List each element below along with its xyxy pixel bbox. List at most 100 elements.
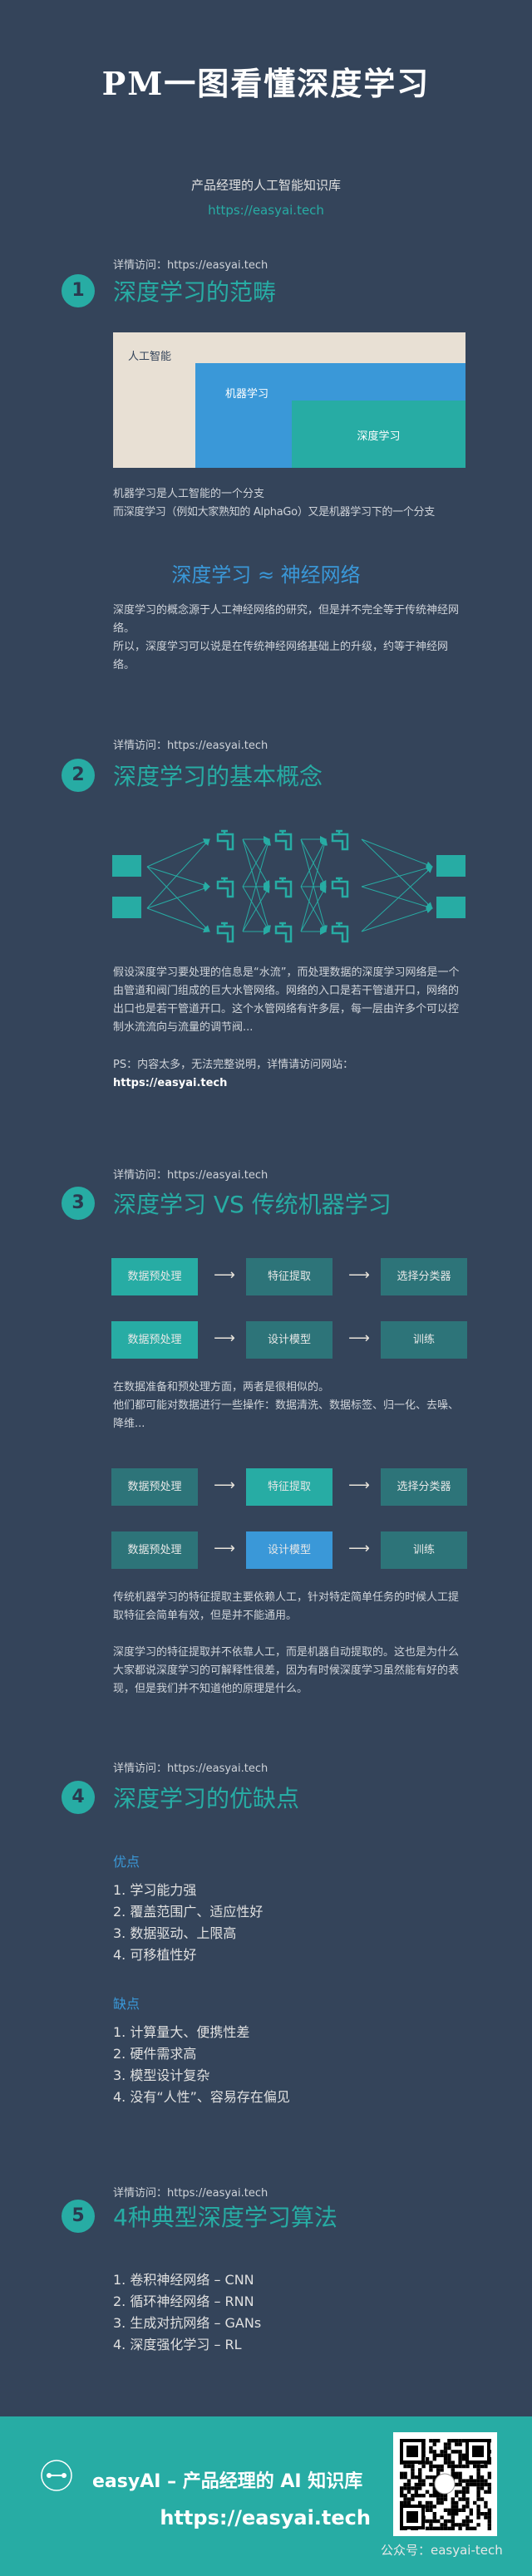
arrow-right-icon: ⟶: [214, 1540, 235, 1557]
flow-arrow: [146, 885, 210, 909]
approx-heading: 深度学习 ≈ 神经网络: [171, 563, 361, 587]
list-item: 3. 模型设计复杂: [113, 2067, 210, 2083]
faucet-icon: [274, 829, 293, 851]
faucet-icon: [216, 877, 234, 898]
flow-step: 数据预处理: [111, 1531, 198, 1569]
list-item: 3. 生成对抗网络 – GANs: [113, 2315, 262, 2331]
qr-finder: [472, 2446, 484, 2457]
pipe-icon: [112, 855, 141, 877]
dl-region: 深度学习: [292, 401, 466, 468]
arrow-right-icon: ⟶: [348, 1477, 370, 1494]
qr-finder: [406, 2446, 418, 2457]
nn-text: 深度学习的概念源于人工神经网络的研究，但是并不完全等于传统神经网络。 所以，深度…: [113, 602, 466, 675]
flow-arrow: [242, 838, 270, 887]
list-item: 1. 卷积神经网络 – CNN: [113, 2272, 254, 2288]
faucet-icon: [216, 922, 234, 943]
arrow-right-icon: ⟶: [348, 1330, 370, 1347]
traditional-text: 传统机器学习的特征提取主要依赖人工，针对特定简单任务的时候人工提取特征会简单有效…: [113, 1591, 460, 1622]
flow-step: 训练: [381, 1321, 467, 1359]
arrow-right-icon: ⟶: [214, 1477, 235, 1494]
list-item: 2. 覆盖范围广、适应性好: [113, 1904, 264, 1920]
flow-arrow: [146, 838, 210, 909]
flow-step: 数据预处理: [111, 1321, 198, 1359]
section-number: 2: [62, 759, 95, 792]
subtitle: 产品经理的人工智能知识库: [190, 178, 341, 193]
wechat-label: 公众号：easyai-tech: [381, 2543, 503, 2558]
faucet-icon: [216, 829, 234, 851]
pipe-icon: [436, 855, 466, 877]
section-number: 4: [62, 1781, 95, 1814]
visit-link[interactable]: 详情访问：https://easyai.tech: [113, 1762, 268, 1775]
text-line: 机器学习是人工智能的一个分支: [113, 488, 265, 500]
ps-url[interactable]: https://easyai.tech: [113, 1077, 228, 1089]
list-item: 1. 计算量大、便携性差: [113, 2024, 250, 2040]
visit-link[interactable]: 详情访问：https://easyai.tech: [113, 259, 268, 272]
text-line: 所以，深度学习可以说是在传统神经网络基础上的升级，约等于神经网络。: [113, 641, 449, 671]
section-title: 深度学习的范畴: [113, 278, 277, 306]
flow-arrow: [361, 886, 433, 910]
arrow-right-icon: ⟶: [348, 1266, 370, 1284]
section-title: 4种典型深度学习算法: [113, 2204, 337, 2231]
arrow-right-icon: ⟶: [348, 1540, 370, 1557]
flow-arrow: [300, 838, 328, 932]
list-item: 1. 学习能力强: [113, 1882, 197, 1898]
flow-arrow: [242, 838, 271, 932]
faucet-icon: [274, 922, 293, 943]
flow-arrow: [361, 838, 433, 868]
footer-brand: easyAI – 产品经理的 AI 知识库: [92, 2471, 363, 2492]
flow-arrow: [146, 866, 210, 932]
flow-step: 设计模型: [246, 1531, 332, 1569]
ml-region: 机器学习 深度学习: [195, 363, 466, 468]
visit-link[interactable]: 详情访问：https://easyai.tech: [113, 1169, 268, 1182]
flow-arrow: [300, 838, 327, 887]
faucet-icon: [331, 829, 349, 851]
section-number: 3: [62, 1187, 95, 1220]
flow-arrow: [146, 866, 210, 888]
flow-arrow: [361, 866, 433, 932]
flow-arrow: [242, 886, 270, 932]
faucet-icon: [274, 877, 293, 898]
easyai-logo-icon: [41, 2460, 72, 2491]
text-line: 而深度学习（例如大家熟知的 AlphaGo）又是机器学习下的一个分支: [113, 506, 435, 519]
pros-list: 1. 学习能力强 2. 覆盖范围广、适应性好 3. 数据驱动、上限高 4. 可移…: [113, 1880, 263, 1966]
flow-step: 数据预处理: [111, 1468, 198, 1506]
cons-title: 缺点: [113, 1996, 140, 2012]
list-item: 2. 硬件需求高: [113, 2046, 197, 2062]
flow-step: 特征提取: [246, 1258, 332, 1295]
flow-arrow: [146, 838, 210, 868]
header-url[interactable]: https://easyai.tech: [208, 203, 324, 218]
flow-step: 数据预处理: [111, 1258, 198, 1295]
flow-step: 选择分类器: [381, 1468, 467, 1506]
pipe-icon: [436, 897, 466, 918]
qr-finder: [406, 2511, 418, 2523]
arrow-right-icon: ⟶: [214, 1330, 235, 1347]
algorithm-list: 1. 卷积神经网络 – CNN 2. 循环神经网络 – RNN 3. 生成对抗网…: [113, 2269, 261, 2356]
cons-list: 1. 计算量大、便携性差 2. 硬件需求高 3. 模型设计复杂 4. 没有“人性…: [113, 2022, 290, 2108]
arrow-right-icon: ⟶: [214, 1266, 235, 1284]
similar-text: 在数据准备和预处理方面，两者是很相似的。 他们都可能对数据进行一些操作：数据清洗…: [113, 1379, 466, 1433]
footer: easyAI – 产品经理的 AI 知识库 https://easyai.tec…: [0, 2416, 532, 2576]
visit-link[interactable]: 详情访问：https://easyai.tech: [113, 740, 268, 752]
section-title: 深度学习的基本概念: [113, 763, 323, 790]
list-item: 3. 数据驱动、上限高: [113, 1925, 237, 1941]
scope-text: 机器学习是人工智能的一个分支 而深度学习（例如大家熟知的 AlphaGo）又是机…: [113, 485, 466, 522]
deep-text: 深度学习的特征提取并不依靠人工，而是机器自动提取的。这也是为什么大家都说深度学习…: [113, 1646, 460, 1695]
visit-link[interactable]: 详情访问：https://easyai.tech: [113, 2187, 268, 2200]
footer-url[interactable]: https://easyai.tech: [160, 2506, 371, 2529]
list-item: 4. 没有“人性”、容易存在偏见: [113, 2089, 290, 2105]
page-title: PM一图看懂深度学习: [101, 65, 431, 102]
section-title: 深度学习的优缺点: [113, 1785, 300, 1812]
list-item: 4. 深度强化学习 – RL: [113, 2337, 242, 2352]
pros-title: 优点: [113, 1854, 140, 1870]
ai-scope-diagram: 人工智能 机器学习 深度学习: [113, 332, 466, 468]
flow-arrow: [361, 865, 433, 887]
ml-label: 机器学习: [225, 388, 269, 401]
list-item: 4. 可移植性好: [113, 1947, 197, 1963]
ps-text: PS：内容太多，无法完整说明，详情请访问网站：: [113, 1059, 354, 1071]
flow-step: 选择分类器: [381, 1258, 467, 1295]
faucet-icon: [331, 877, 349, 898]
section-title: 深度学习 VS 传统机器学习: [113, 1191, 392, 1218]
flow-step: 设计模型: [246, 1321, 332, 1359]
list-item: 2. 循环神经网络 – RNN: [113, 2293, 254, 2309]
flow-arrow: [300, 886, 327, 932]
